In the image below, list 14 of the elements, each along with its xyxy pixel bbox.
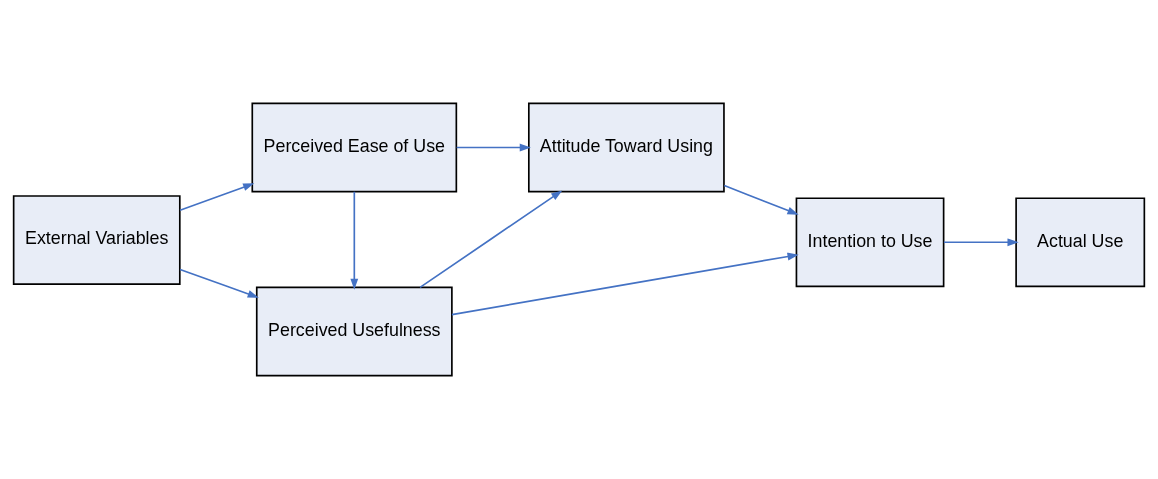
node-box: Perceived Usefulness [255,286,453,377]
node-box: Actual Use [1015,197,1146,288]
arrow [419,190,563,289]
node-box: Perceived Ease of Use [251,102,458,193]
arrow [723,184,799,215]
node-box: Attitude Toward Using [528,102,725,193]
node-box: Intention to Use [795,197,945,288]
arrow [179,183,255,212]
arrow [350,190,359,290]
arrow [455,143,531,152]
node-box: External Variables [12,195,181,285]
arrow [179,268,259,298]
arrow [451,252,799,316]
arrow [943,238,1019,247]
